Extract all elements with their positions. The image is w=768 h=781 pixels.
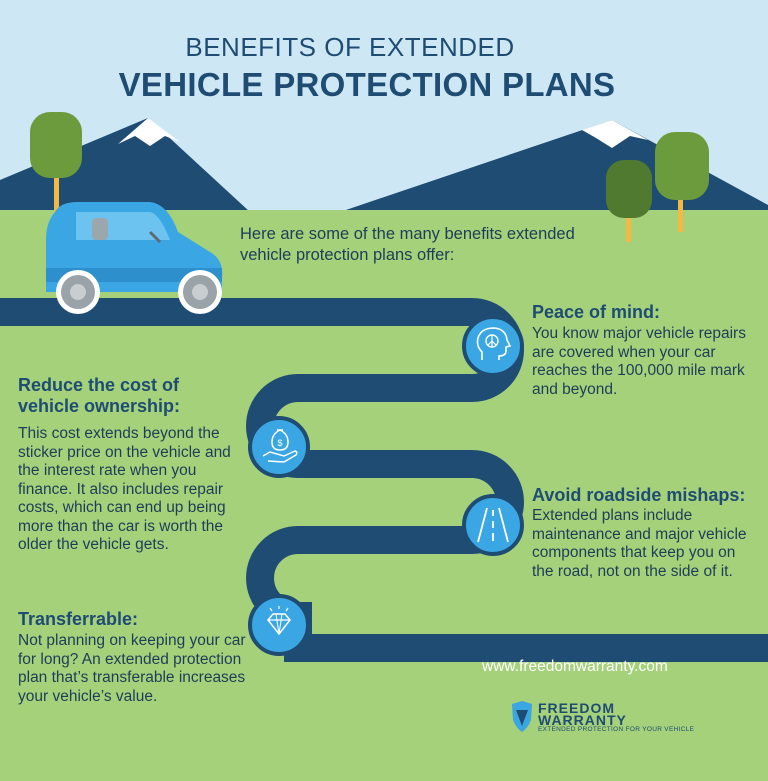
tree-right-large: [655, 132, 709, 232]
tree-left: [30, 112, 82, 212]
benefit-text-peace-of-mind: You know major vehicle repairs are cover…: [532, 325, 746, 398]
title-line-1: BENEFITS OF EXTENDED: [185, 32, 515, 62]
road-icon: [462, 494, 524, 556]
snowcap-left: [118, 118, 180, 146]
website-url[interactable]: www.freedomwarranty.com: [482, 658, 668, 675]
logo-line-2: WARRANTY: [538, 712, 627, 728]
intro-text: Here are some of the many benefits exten…: [240, 225, 575, 264]
benefit-text-transferrable: Not planning on keeping your car for lon…: [18, 632, 246, 705]
snowcap-right: [582, 120, 648, 148]
title-line-2: VEHICLE PROTECTION PLANS: [118, 66, 616, 103]
benefit-heading-transferrable: Transferrable:: [18, 609, 139, 629]
benefit-heading-peace-of-mind: Peace of mind:: [532, 302, 661, 322]
shield-icon: [512, 701, 532, 732]
car: [46, 202, 223, 314]
tree-right-small: [606, 160, 652, 242]
freedom-warranty-logo: FREEDOM WARRANTY EXTENDED PROTECTION FOR…: [510, 700, 694, 736]
logo-line-1: FREEDOM: [538, 700, 615, 716]
benefit-heading-reduce-cost: Reduce the cost of vehicle ownership:: [18, 375, 181, 416]
benefit-heading-avoid-mishaps: Avoid roadside mishaps:: [532, 485, 746, 505]
mountain-left: [0, 118, 250, 212]
logo-tagline: EXTENDED PROTECTION FOR YOUR VEHICLE: [538, 726, 695, 733]
benefit-text-reduce-cost: This cost extends beyond the sticker pri…: [18, 425, 231, 553]
peace-head-icon: [462, 315, 524, 377]
benefit-text-avoid-mishaps: Extended plans include maintenance and m…: [532, 507, 747, 580]
money-hand-icon: $: [248, 416, 310, 478]
diamond-icon: [248, 594, 310, 656]
svg-text:$: $: [277, 438, 282, 448]
